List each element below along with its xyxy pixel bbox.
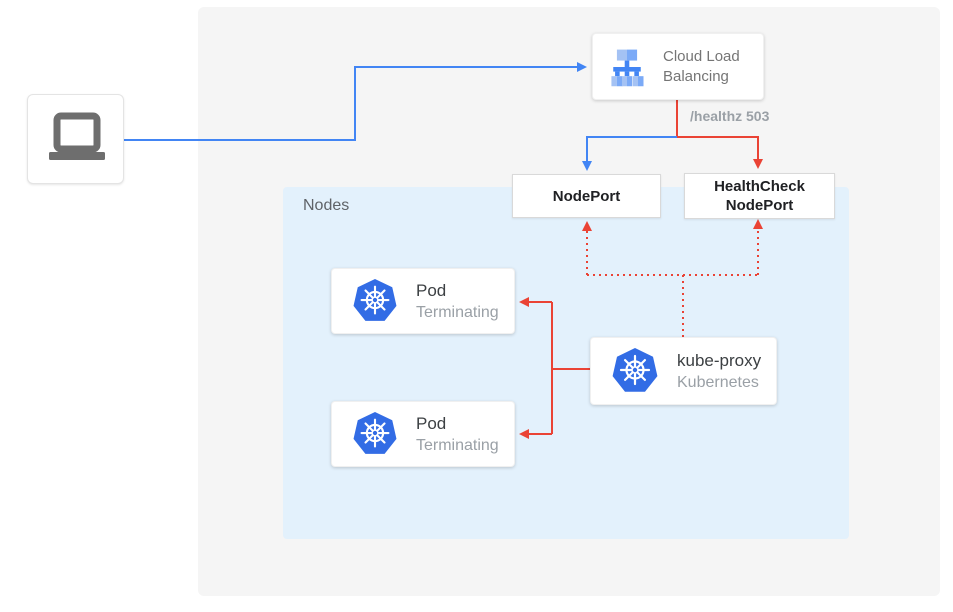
pod-title: Pod bbox=[416, 280, 447, 300]
kube-proxy-title: kube-proxy bbox=[677, 350, 762, 370]
cloud-load-balancing-node: Cloud Load Balancing bbox=[592, 33, 764, 100]
client-device bbox=[27, 94, 124, 184]
laptop-icon bbox=[48, 112, 105, 160]
kube-proxy-node: kube-proxy Kubernetes bbox=[590, 337, 777, 405]
cloud-load-balancing-icon bbox=[611, 49, 644, 86]
healthz-status-label: /healthz 503 bbox=[690, 108, 770, 124]
cloud-load-balancing-label: Cloud Load Balancing bbox=[663, 47, 740, 85]
healthcheck-nodeport-node: HealthCheck NodePort bbox=[684, 173, 835, 219]
kubernetes-icon bbox=[353, 411, 397, 454]
nodes-label: Nodes bbox=[303, 197, 350, 214]
pod-node-2: Pod Terminating bbox=[331, 401, 515, 467]
nodeport-node: NodePort bbox=[512, 174, 661, 218]
kubernetes-icon bbox=[612, 348, 658, 392]
pod-status: Terminating bbox=[416, 303, 499, 321]
pod-title: Pod bbox=[416, 413, 447, 433]
healthcheck-nodeport-label-line2: NodePort bbox=[725, 197, 794, 214]
healthcheck-nodeport-label-line1: HealthCheck bbox=[714, 178, 805, 195]
pod-node-1: Pod Terminating bbox=[331, 268, 515, 334]
pod-status: Terminating bbox=[416, 436, 499, 454]
nodeport-label: NodePort bbox=[552, 187, 621, 205]
kubernetes-icon bbox=[353, 278, 397, 321]
kube-proxy-subtitle: Kubernetes bbox=[677, 373, 759, 391]
